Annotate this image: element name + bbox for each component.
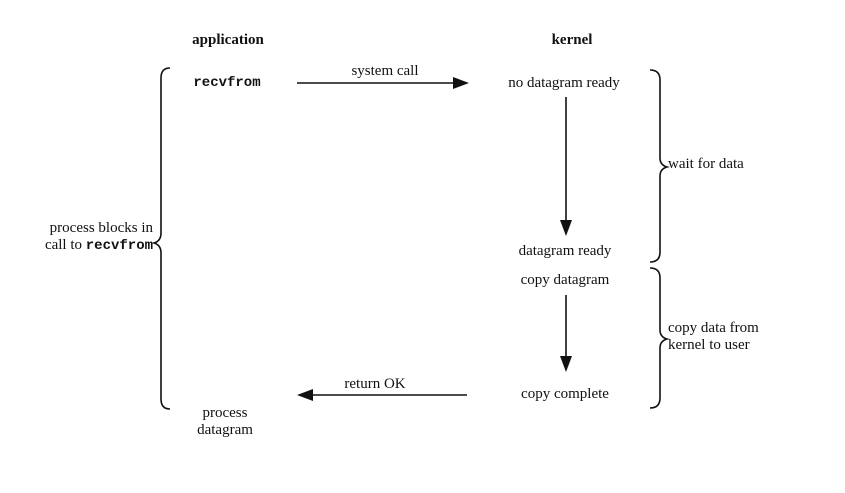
process-blocks-fn: recvfrom xyxy=(85,238,153,254)
process-blocks-line1: process blocks in xyxy=(49,220,153,236)
system-call-label: system call xyxy=(351,63,419,79)
copy-data-line2: kernel to user xyxy=(668,337,750,353)
process-blocks-label: process blocks in call to recvfrom xyxy=(0,220,153,255)
process-datagram-label: process datagram xyxy=(185,405,265,439)
wait-for-data-brace xyxy=(649,69,670,263)
process-blocks-call-to: call to xyxy=(44,237,86,253)
copy-data-label: copy data from kernel to user xyxy=(668,320,788,354)
application-heading: application xyxy=(192,32,264,48)
return-ok-arrow-head xyxy=(297,389,313,401)
copy-data-brace xyxy=(649,267,670,409)
wait-for-data-label: wait for data xyxy=(668,156,744,172)
system-call-arrow-head xyxy=(453,77,469,89)
copy-arrow-head xyxy=(560,356,572,372)
process-blocks-brace xyxy=(151,67,171,410)
copy-datagram-label: copy datagram xyxy=(520,272,610,288)
datagram-ready-label: datagram ready xyxy=(518,243,612,259)
process-blocks-line2: call to recvfrom xyxy=(0,237,153,255)
kernel-heading: kernel xyxy=(551,32,593,48)
recvfrom-call-label: recvfrom xyxy=(193,75,261,91)
no-datagram-ready-label: no datagram ready xyxy=(508,75,620,91)
copy-complete-label: copy complete xyxy=(521,386,609,402)
process-datagram-line1: process xyxy=(202,405,248,421)
return-ok-label: return OK xyxy=(344,376,406,392)
copy-data-line1: copy data from xyxy=(668,320,759,336)
process-datagram-line2: datagram xyxy=(197,422,253,438)
wait-arrow-head xyxy=(560,220,572,236)
